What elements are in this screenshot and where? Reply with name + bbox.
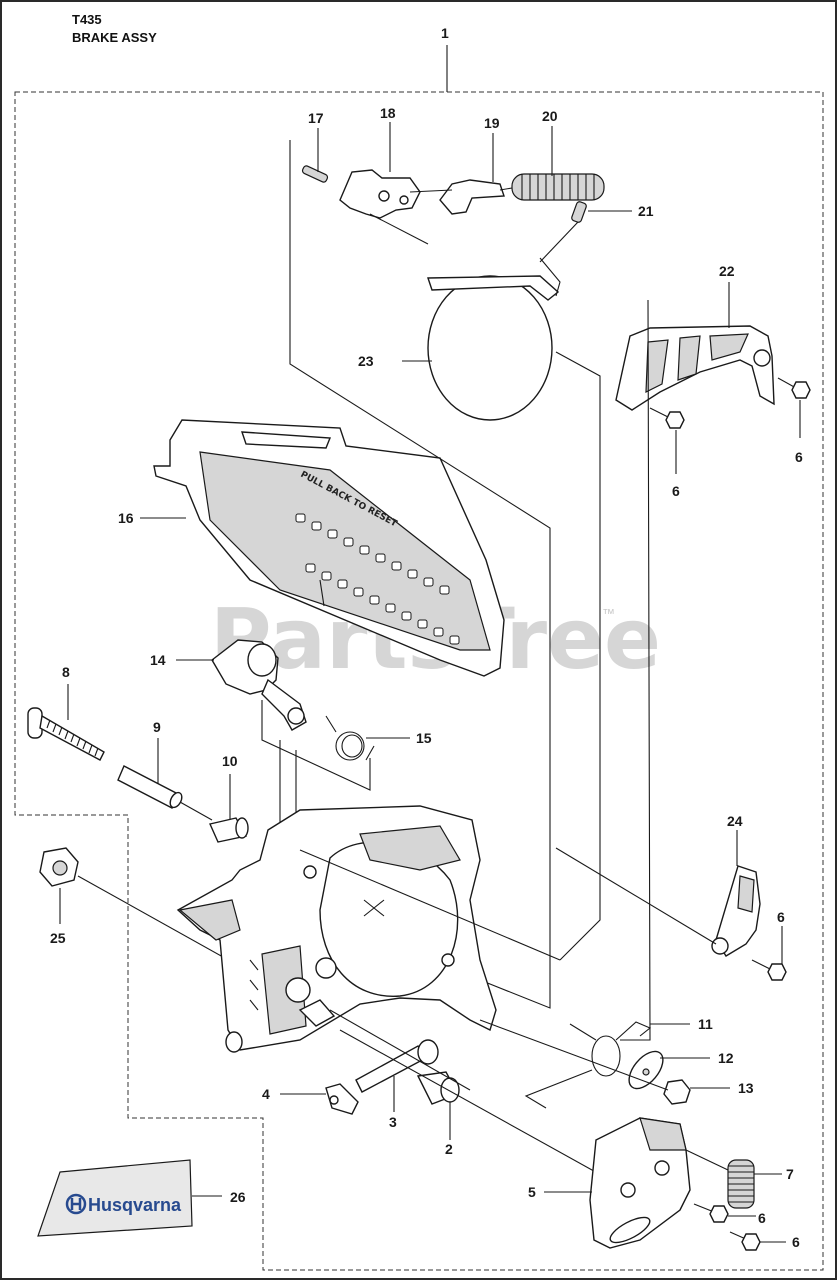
part-7-spring[interactable] [727,1159,755,1209]
part-16-hand-guard[interactable]: PULL BACK TO RESET [153,419,505,677]
callout-5: 5 [528,1184,536,1200]
part-18-latch[interactable] [339,169,429,245]
callout-8: 8 [62,664,70,680]
callout-12: 12 [718,1050,734,1066]
part-15-spring[interactable] [325,715,375,761]
callout-26: 26 [230,1189,246,1205]
husqvarna-logo-icon [65,1193,87,1215]
callout-10: 10 [222,753,238,769]
part-14-brake-lever[interactable] [211,639,307,731]
part-9-sleeve[interactable] [117,765,184,809]
callout-15: 15 [416,730,432,746]
brand-name: Husqvarna [88,1195,182,1215]
part-3-shaft[interactable] [355,1039,439,1093]
part-11-spring[interactable] [591,1021,652,1077]
part-6-screw-a[interactable] [777,377,811,399]
part-6-screw-d[interactable] [693,1203,729,1223]
callout-2: 2 [445,1141,453,1157]
callout-19: 19 [484,115,500,131]
callout-24: 24 [727,813,743,829]
part-8-bolt[interactable] [27,707,105,761]
model-number: T435 [72,12,102,27]
part-24-lever-cover[interactable] [711,865,761,957]
callout-6-a: 6 [795,449,803,465]
callout-13: 13 [738,1080,754,1096]
callout-18: 18 [380,105,396,121]
part-22-cover[interactable] [615,325,775,411]
part-20-spring[interactable] [499,173,605,201]
part-10-bushing[interactable] [209,817,249,843]
part-26-decal[interactable]: Husqvarna [37,1159,193,1237]
part-17-pin[interactable] [301,165,329,183]
part-2-bushing[interactable] [416,1071,460,1105]
watermark-tm: ™ [602,606,615,621]
part-21-pin[interactable] [539,201,632,263]
part-25-nut[interactable] [39,847,79,887]
callout-1: 1 [441,25,449,41]
callout-9: 9 [153,719,161,735]
callout-6-d: 6 [758,1210,766,1226]
callout-22: 22 [719,263,735,279]
callout-16: 16 [118,510,134,526]
callout-6-e: 6 [792,1234,800,1250]
callout-6-c: 6 [777,909,785,925]
callout-25: 25 [50,930,66,946]
part-5-side-plate[interactable] [589,1117,691,1249]
callout-7: 7 [786,1166,794,1182]
part-6-screw-e[interactable] [729,1231,761,1251]
part-23-brake-band[interactable] [427,257,561,421]
part-6-screw-b[interactable] [649,407,685,429]
callout-4: 4 [262,1086,270,1102]
part-19-lever[interactable] [409,179,505,215]
main-housing[interactable] [176,805,497,1053]
part-13-nut[interactable] [663,1079,691,1105]
part-12-washer[interactable] [623,1045,670,1094]
callout-14: 14 [150,652,166,668]
part-4-pin[interactable] [325,1083,359,1115]
assembly-boundary [14,91,824,1271]
assembly-title: BRAKE ASSY [72,30,157,45]
callout-6-b: 6 [672,483,680,499]
callout-17: 17 [308,110,324,126]
part-6-screw-c[interactable] [751,959,787,981]
callout-11: 11 [698,1016,713,1032]
callout-3: 3 [389,1114,397,1130]
callout-23: 23 [358,353,374,369]
callout-20: 20 [542,108,558,124]
callout-21: 21 [638,203,654,219]
